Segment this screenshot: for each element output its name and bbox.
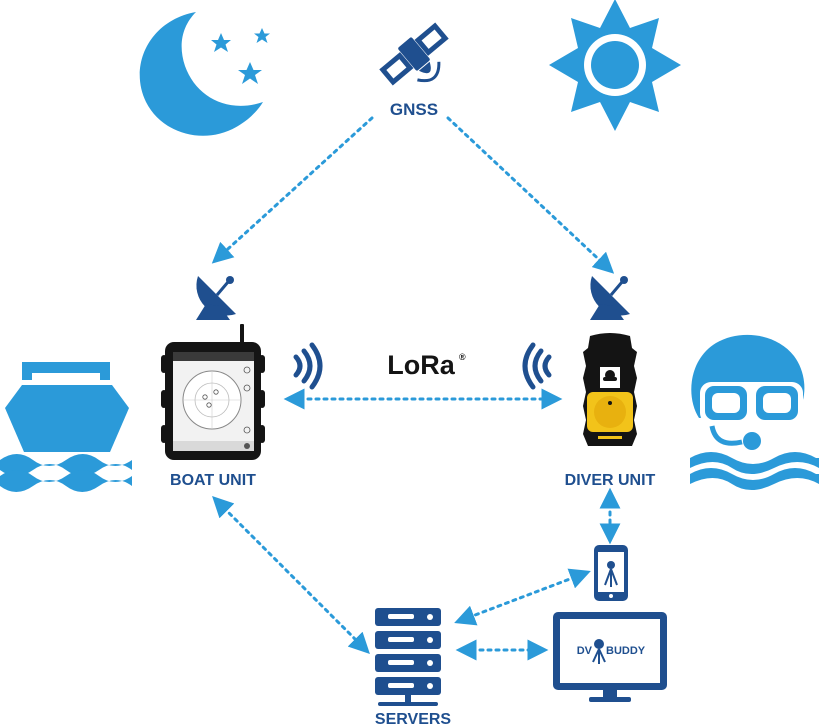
lora-registered-mark: ®	[459, 352, 466, 362]
connections	[211, 116, 621, 661]
boat-to-servers-link	[212, 496, 370, 654]
monitor-logo-left: DV	[577, 645, 593, 657]
monitor-icon	[553, 612, 667, 702]
boat-satellite-dish-icon	[196, 276, 236, 320]
lora-label: LoRa	[387, 350, 455, 380]
boat-icon	[0, 362, 132, 492]
lora-logo: LoRa ®	[387, 350, 466, 380]
diver-unit-device	[583, 333, 637, 446]
logo-diver-icon	[594, 639, 604, 649]
smartphone-icon	[594, 545, 628, 601]
boat-unit-label: BOAT UNIT	[170, 472, 256, 489]
diver-radio-waves-icon	[522, 342, 552, 390]
diver-unit-label: DIVER UNIT	[565, 472, 656, 489]
diver-icon	[690, 334, 819, 490]
moon-stars-icon	[139, 12, 270, 136]
diver-satellite-dish-icon	[590, 276, 630, 320]
gnss-to-diver-link	[446, 116, 615, 274]
boat-unit-device	[161, 324, 265, 460]
boat-radio-waves-icon	[293, 342, 323, 390]
phone-to-servers-link	[454, 568, 591, 626]
satellite-icon	[379, 22, 449, 86]
servers-label: SERVERS	[375, 711, 452, 728]
server-rack-icon	[375, 608, 441, 706]
gnss-to-boat-link	[211, 116, 374, 264]
monitor-logo-right: BUDDY	[606, 645, 646, 657]
gnss-label: GNSS	[390, 100, 438, 119]
sun-icon	[549, 0, 681, 131]
